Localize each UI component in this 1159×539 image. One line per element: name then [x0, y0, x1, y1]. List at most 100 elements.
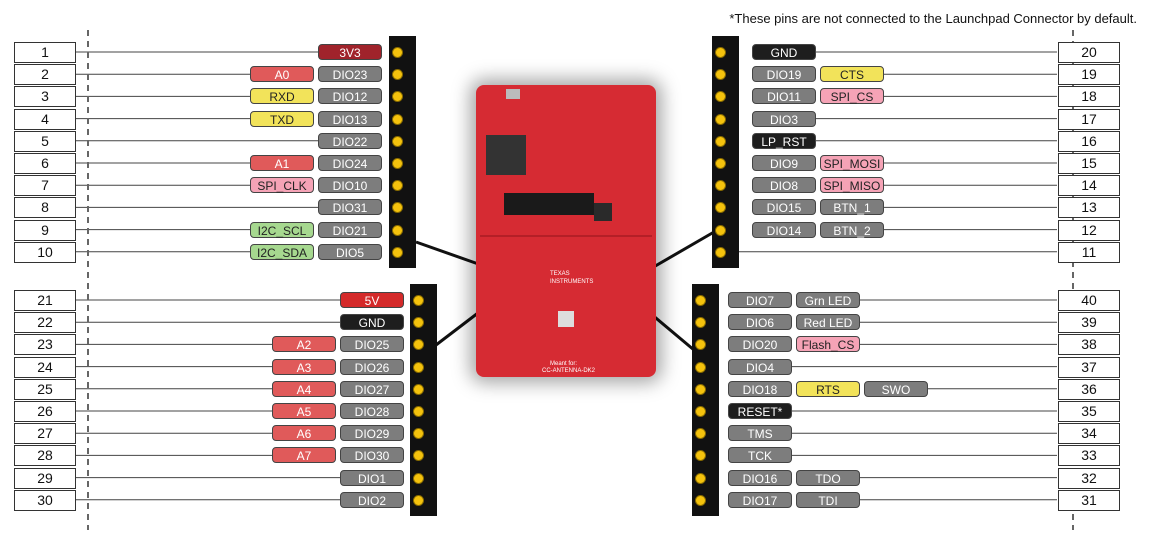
pin-function-label: TDI [796, 491, 860, 508]
pin-number: 38 [1058, 334, 1120, 356]
pin-number: 17 [1058, 108, 1120, 130]
header-pin [715, 135, 726, 147]
pin-function-label: I2C_SDA [250, 243, 314, 260]
pin-function-label: SPI_MOSI [820, 155, 884, 171]
pin-number: 36 [1058, 378, 1120, 400]
pin-function-label: DIO31 [318, 199, 382, 216]
pin-number: 35 [1058, 401, 1120, 422]
pin-function-label: A6 [272, 425, 336, 442]
usb-connector [506, 89, 520, 99]
pin-function-label: DIO10 [318, 177, 382, 194]
pin-number: 10 [14, 241, 76, 263]
header-pin [695, 428, 706, 440]
pin-number: 6 [14, 153, 76, 174]
pin-function-label: DIO3 [752, 110, 816, 127]
pin-function-label: DIO11 [752, 88, 816, 105]
header-pin [695, 406, 706, 417]
header-pin [392, 47, 403, 58]
pin-number: 15 [1058, 153, 1120, 174]
pin-number: 18 [1058, 86, 1120, 108]
pin-function-label: DIO30 [340, 447, 404, 464]
pin-function-label: DIO22 [318, 132, 382, 149]
pin-function-label: A7 [272, 447, 336, 464]
header-pin [695, 295, 706, 306]
header-pin [715, 224, 726, 236]
pin-number: 33 [1058, 445, 1120, 467]
pin-number: 30 [14, 489, 76, 511]
pin-function-label: A5 [272, 403, 336, 419]
header-pin [695, 494, 706, 506]
header-pin [413, 339, 424, 351]
header-pin [413, 428, 424, 440]
pin-function-label: DIO28 [340, 403, 404, 419]
header-pin [695, 450, 706, 462]
pin-number: 39 [1058, 312, 1120, 334]
pin-number: 13 [1058, 197, 1120, 219]
pin-function-label: Grn LED [796, 292, 860, 308]
pin-number: 12 [1058, 219, 1120, 241]
pin-number: 20 [1058, 42, 1120, 63]
pin-function-label: DIO24 [318, 155, 382, 171]
pin-number: 4 [14, 108, 76, 130]
pin-function-label: LP_RST [752, 132, 816, 149]
pin-function-label: DIO6 [728, 314, 792, 331]
board-bottom-line1: Meant for: [550, 361, 578, 367]
header-pin [413, 361, 424, 373]
pin-function-label: DIO12 [318, 88, 382, 105]
pin-function-label: DIO20 [728, 336, 792, 353]
header-pin [413, 317, 424, 329]
board-chip-small [594, 203, 612, 221]
pin-number: 22 [14, 312, 76, 334]
pin-function-label: DIO15 [752, 199, 816, 216]
pin-number: 29 [14, 467, 76, 489]
header-pin [392, 113, 403, 125]
pin-function-label: RESET* [728, 403, 792, 419]
header-pin [392, 91, 403, 103]
header-pin [715, 69, 726, 81]
pin-function-label: TMS [728, 425, 792, 442]
pin-function-label: RTS [796, 380, 860, 397]
pin-function-label: DIO1 [340, 469, 404, 486]
pin-function-label: Flash_CS [796, 336, 860, 353]
pin-number: 3 [14, 86, 76, 108]
header-pin [392, 246, 403, 258]
header-pin [695, 383, 706, 395]
pin-function-label: DIO25 [340, 336, 404, 353]
header-pin [413, 383, 424, 395]
pin-function-label: 5V [340, 292, 404, 308]
pin-number: 2 [14, 64, 76, 86]
pin-number: 7 [14, 175, 76, 197]
pin-number: 11 [1058, 241, 1120, 263]
pin-function-label: A4 [272, 380, 336, 397]
pin-function-label: SPI_CLK [250, 177, 314, 194]
pin-header-strip [504, 193, 594, 215]
pin-function-label: DIO7 [728, 292, 792, 308]
ti-logo-line1: TEXAS [550, 271, 570, 277]
header-pin [392, 224, 403, 236]
pin-function-label: DIO2 [340, 491, 404, 508]
pin-function-label: DIO14 [752, 221, 816, 238]
header-pin [715, 246, 726, 258]
launchpad-board: TEXAS INSTRUMENTS Meant for: CC-ANTENNA-… [476, 85, 656, 377]
pin-number: 31 [1058, 489, 1120, 511]
pin-number: 21 [14, 290, 76, 311]
pin-function-label: TDO [796, 469, 860, 486]
pin-function-label: Red LED [796, 314, 860, 331]
pin-number: 9 [14, 219, 76, 241]
header-pin [392, 180, 403, 192]
pin-function-label: A2 [272, 336, 336, 353]
pin-function-label: A1 [250, 155, 314, 171]
pin-function-label: CTS [820, 66, 884, 83]
pin-function-label: DIO27 [340, 380, 404, 397]
pin-number: 34 [1058, 423, 1120, 445]
header-pin [715, 158, 726, 169]
mcu-chip [486, 135, 526, 175]
header-pin [392, 135, 403, 147]
board-bottom-line2: CC-ANTENNA-DK2 [542, 368, 596, 374]
pin-function-label: BTN_1 [820, 199, 884, 216]
pin-number: 19 [1058, 64, 1120, 86]
header-pin [695, 472, 706, 484]
header-pin [392, 69, 403, 81]
pin-function-label: SWO [864, 380, 928, 397]
